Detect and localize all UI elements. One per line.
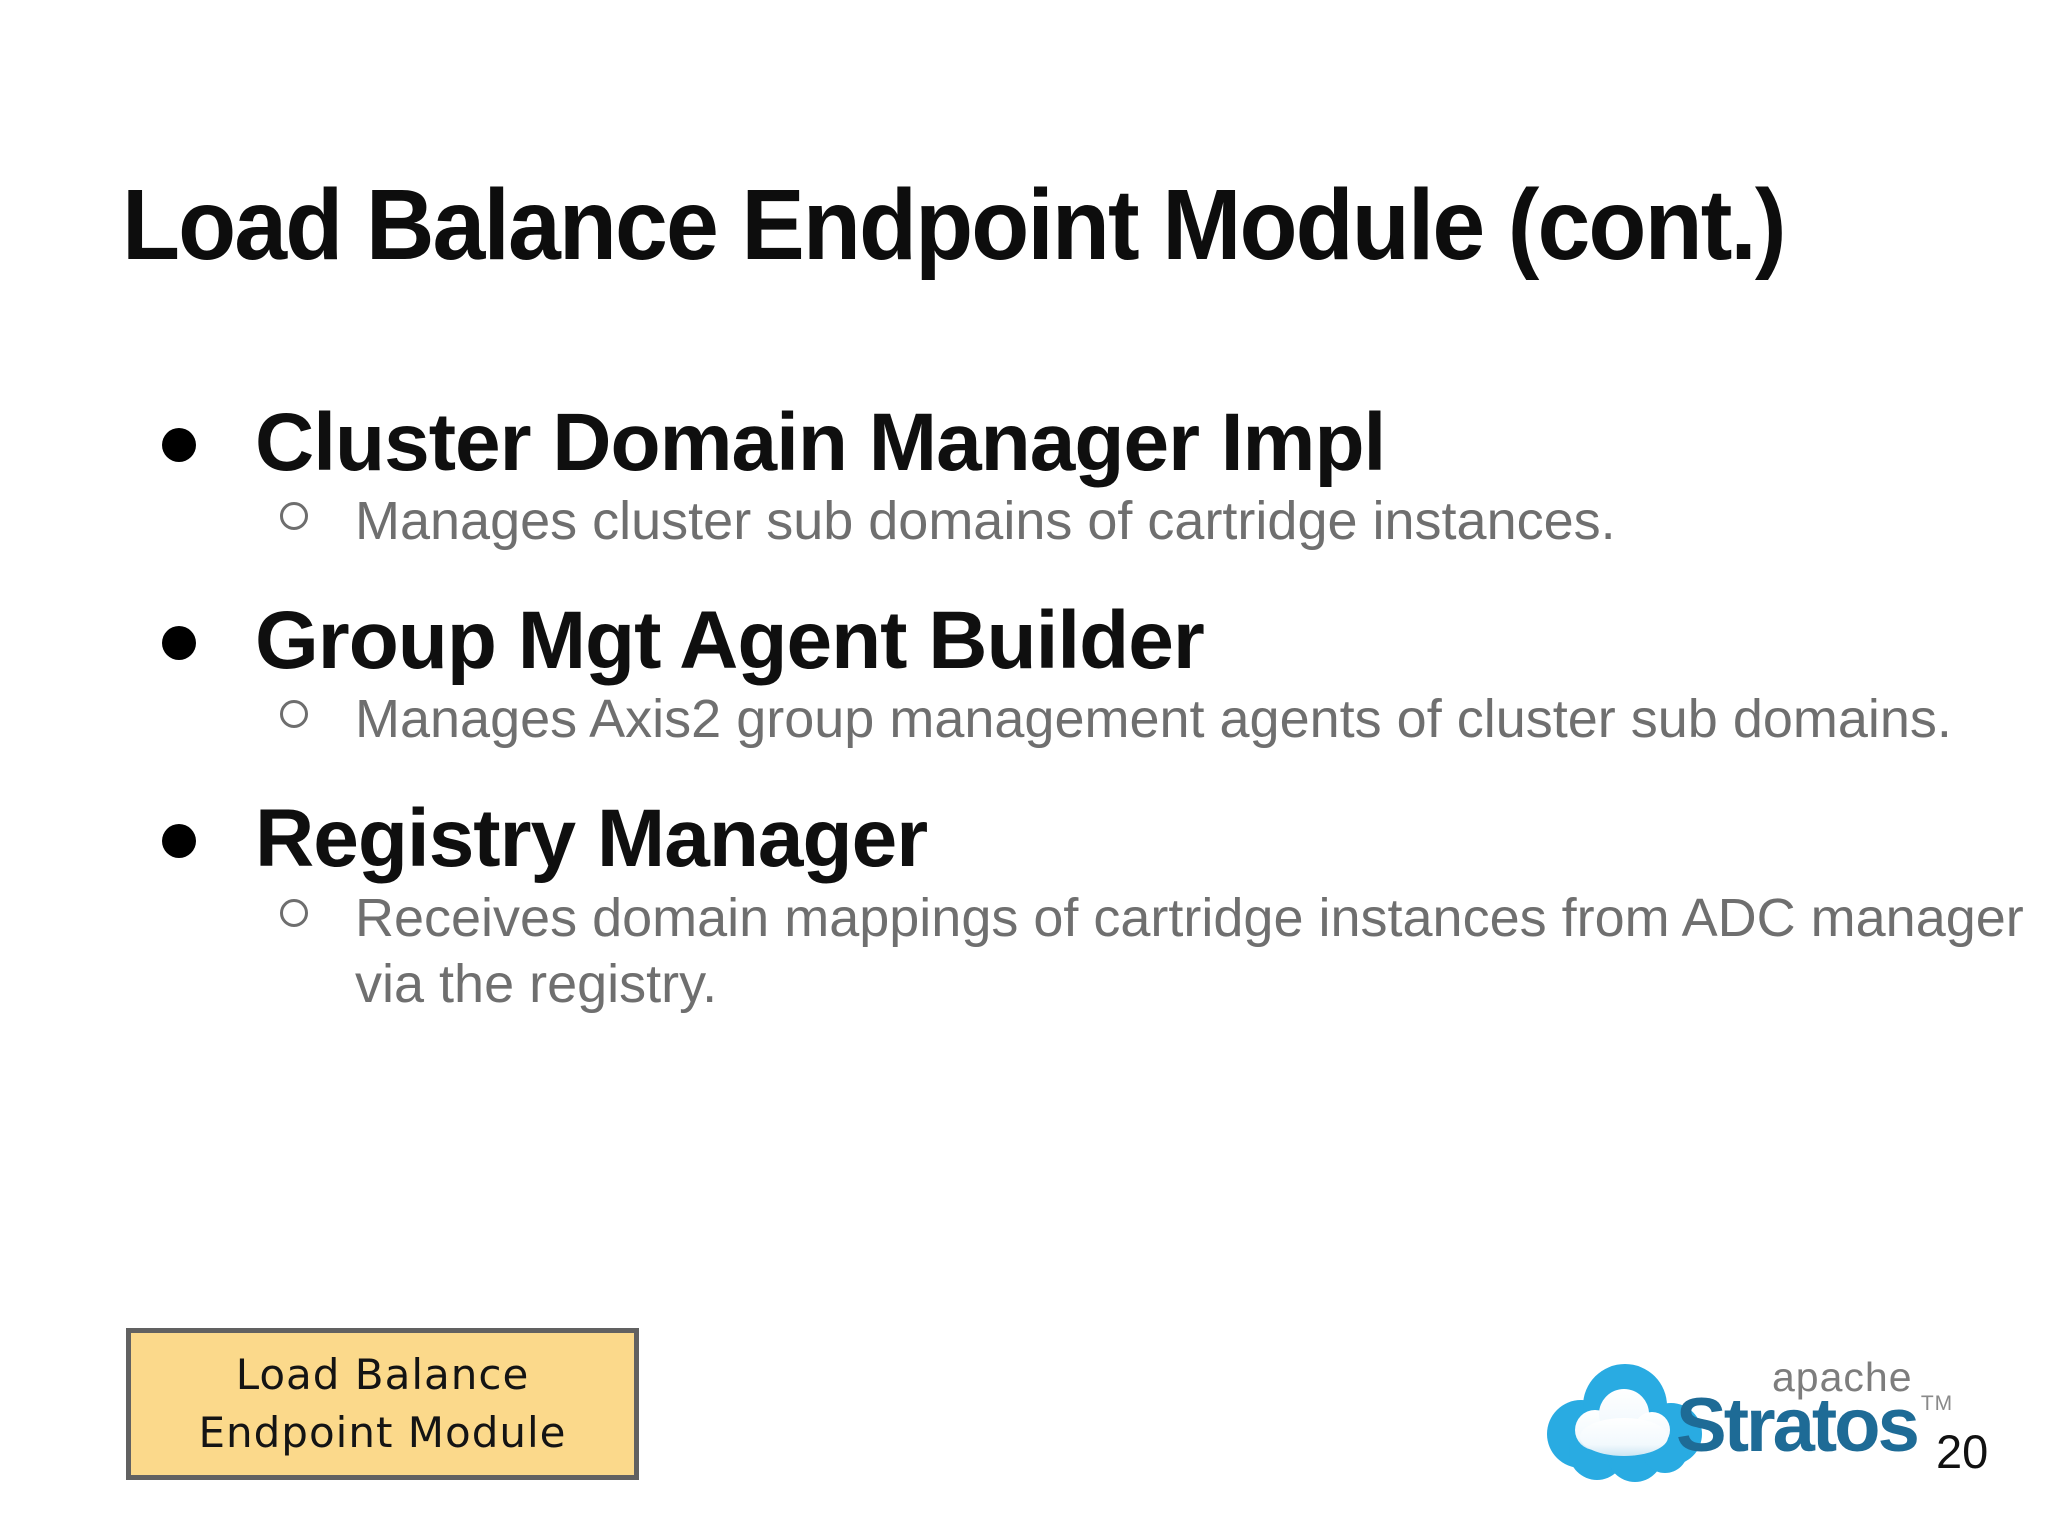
bullet-content: Registry Manager Receives domain mapping… [255,793,2024,1017]
bullet-content: Group Mgt Agent Builder Manages Axis2 gr… [255,595,1952,752]
bullet-heading: Cluster Domain Manager Impl [255,397,1386,488]
bullet-marker-column [160,596,255,752]
bullet-heading: Group Mgt Agent Builder [255,595,1205,687]
bullet-item-cluster-domain-manager: Cluster Domain Manager Impl Manages clus… [160,397,1930,554]
bullet-list: Cluster Domain Manager Impl Manages clus… [160,397,2024,1059]
bullet-item-group-mgt-agent-builder: Group Mgt Agent Builder Manages Axis2 gr… [160,595,1952,752]
sub-bullet: Receives domain mappings of cartridge in… [255,885,2024,1017]
hollow-bullet-icon [280,898,308,927]
callout-box-load-balance-endpoint-module: Load Balance Endpoint Module [126,1328,639,1480]
bullet-content: Cluster Domain Manager Impl Manages clus… [255,397,1930,554]
filled-bullet-icon [162,428,196,462]
sub-bullet-marker-column [255,488,355,554]
callout-line-1: Load Balance [235,1350,530,1399]
apache-stratos-logo: apache Stratos TM [1545,1348,1965,1488]
stratos-wordmark: Stratos [1676,1383,1920,1468]
hollow-bullet-icon [280,700,308,729]
hollow-bullet-icon [280,502,308,531]
slide-title: Load Balance Endpoint Module (cont.) [122,169,1787,281]
apache-wordmark: apache [1772,1354,1913,1400]
sub-bullet-marker-column [255,686,355,752]
bullet-marker-column [160,794,255,1016]
sub-bullet-text: Manages cluster sub domains of cartridge… [355,491,1616,552]
sub-bullet: Manages Axis2 group management agents of… [255,686,1952,752]
trademark-symbol: TM [1920,1392,1954,1415]
sub-bullet-marker-column [255,885,355,1017]
stratos-wordmark-group: Stratos TM [1676,1388,1953,1464]
bullet-item-registry-manager: Registry Manager Receives domain mapping… [160,793,2024,1017]
bullet-marker-column [160,398,255,554]
filled-bullet-icon [162,824,196,859]
cloud-icon [1547,1364,1702,1482]
sub-bullet-text: Manages Axis2 group management agents of… [355,689,1952,750]
callout-line-2: Endpoint Module [198,1408,567,1457]
sub-bullet: Manages cluster sub domains of cartridge… [255,488,1930,554]
sub-bullet-text: Receives domain mappings of cartridge in… [355,887,2024,1014]
bullet-heading: Registry Manager [255,793,928,885]
page-number: 20 [1936,1425,1989,1478]
filled-bullet-icon [162,626,196,661]
